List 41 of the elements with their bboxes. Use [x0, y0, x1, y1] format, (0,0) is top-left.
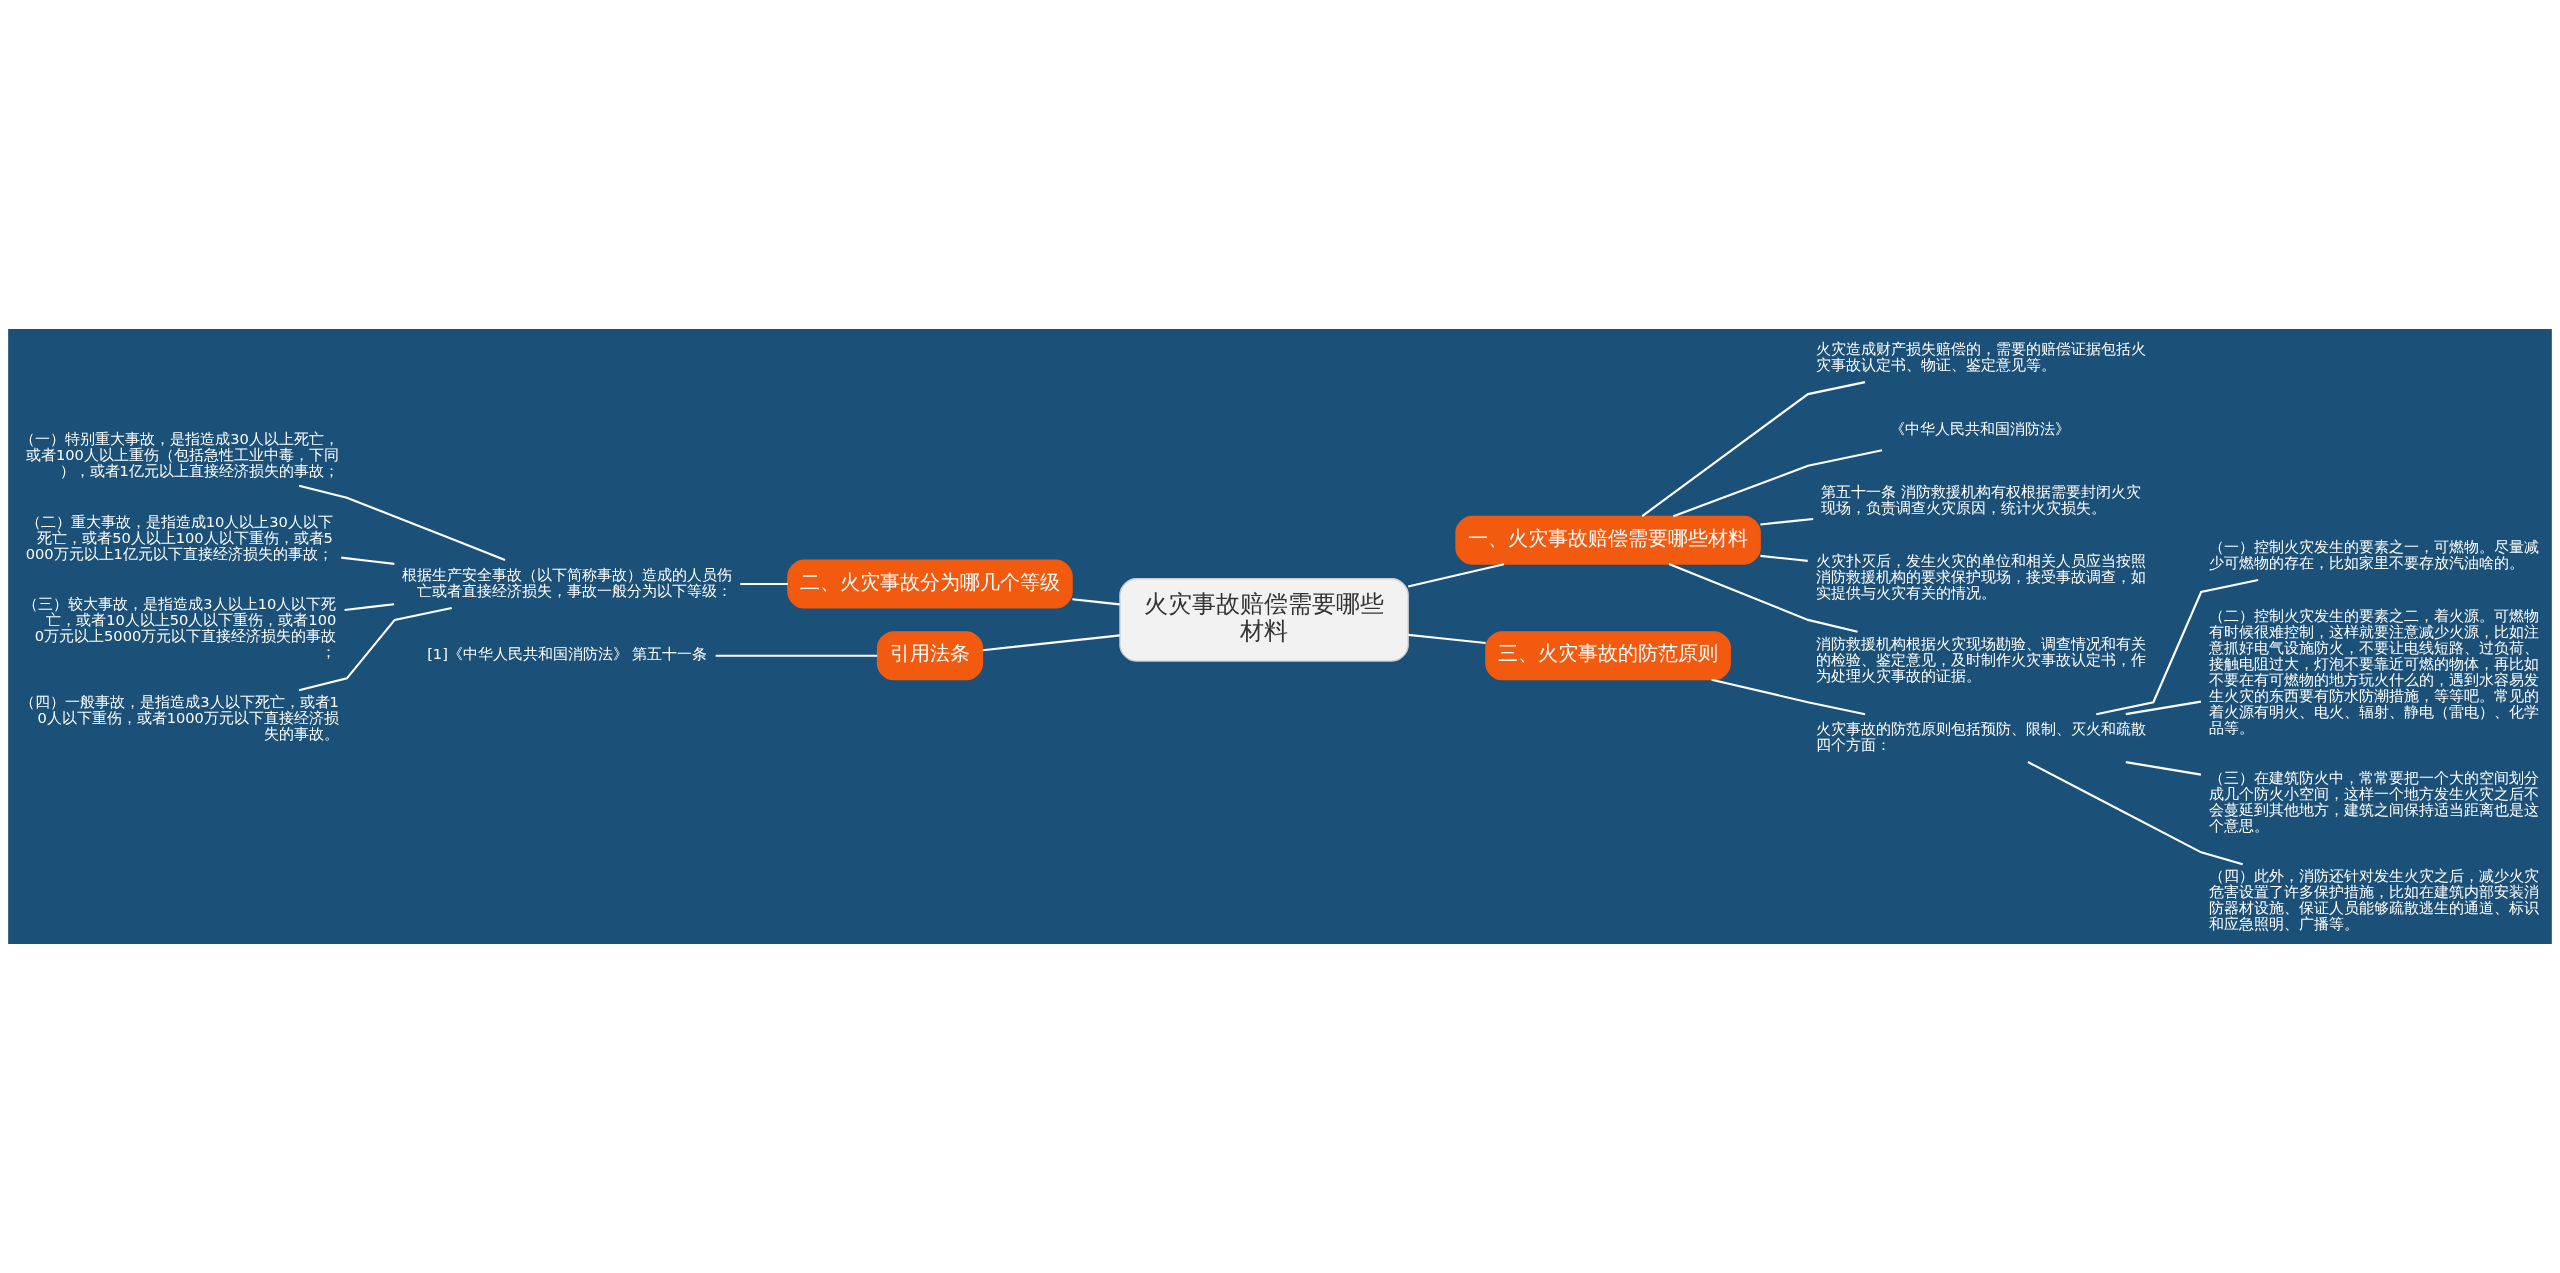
- connector: [1408, 633, 1486, 645]
- node-text: 火灾事故的防范原则包括预防、限制、灭火和疏散四个方面：: [1815, 719, 2146, 753]
- connector: [2125, 700, 2202, 716]
- connector: [298, 484, 506, 561]
- node-text: （三）在建筑防火中，常常要把一个大的空间划分成几个防火小空间，这样一个地方发生火灾之后不会蔓延到其他地方，建筑之间保持适当距离也是这个意思。: [2209, 769, 2540, 834]
- node-text: [1]《中华人民共和国消防法》 第五十一条: [427, 645, 708, 663]
- connector: [1072, 598, 1120, 606]
- node-box: 引用法条: [876, 631, 984, 681]
- node-text: 火灾造成财产损失赔偿的，需要的赔偿证据包括火灾事故认定书、物证、鉴定意见等。: [1815, 339, 2146, 373]
- connector: [298, 606, 452, 692]
- node-text: （四）此外，消防还针对发生火灾之后，减少火灾危害设置了许多保护措施，比如在建筑内部安装消防器材设施、保证人员能够疏散逃生的通道、标识和应急照明、广播等。: [2209, 867, 2540, 933]
- connector: [1672, 449, 1883, 518]
- node-text: 《中华人民共和国消防法》: [1890, 419, 2071, 437]
- node-text: （四）一般事故，是指造成3人以下死亡，或者10人以下重伤，或者1000万元以下直接经济损失的事故。: [20, 693, 339, 743]
- connector: [344, 603, 395, 612]
- connector: [1668, 563, 1858, 633]
- node-text: （一）控制火灾发生的要素之一，可燃物。尽量减少可燃物的存在，比如家里不要存放汽油啥的。: [2209, 537, 2540, 571]
- connector: [715, 654, 878, 657]
- node-text: 消防救援机构根据火灾现场勘验、调查情况和有关的检验、鉴定意见，及时制作火灾事故认定书，作为处理火灾事故的证据。: [1815, 634, 2146, 684]
- connector: [341, 556, 395, 565]
- node-text: （二）重大事故，是指造成10人以上30人以下死亡，或者50人以上100人以下重伤，或者5000万元以上1亿元以下直接经济损失的事故；: [25, 512, 333, 562]
- connector: [1407, 563, 1505, 588]
- node-box: 二、火灾事故分为哪几个等级: [787, 559, 1073, 609]
- node-text: （三）较大事故，是指造成3人以上10人以下死亡，或者10人以上50人以下重伤，或者1000万元以上5000万元以下直接经济损失的事故；: [23, 595, 337, 660]
- node-text: 根据生产安全事故（以下简称事故）造成的人员伤亡或者直接经济损失，事故一般分为以下等级：: [402, 565, 733, 599]
- connector: [1760, 554, 1808, 562]
- connector: [1711, 678, 1866, 716]
- node-text: 火灾扑灭后，发生火灾的单位和相关人员应当按照消防救援机构的要求保护现场，接受事故调查，如实提供与火灾有关的情况。: [1815, 552, 2146, 602]
- connector: [1641, 381, 1866, 517]
- node-box: 三、火灾事故的防范原则: [1485, 631, 1731, 681]
- node-text: 第五十一条 消防救援机构有权根据需要封闭火灾现场，负责调查火灾原因，统计火灾损失。: [1821, 483, 2141, 517]
- node-text: （一）特别重大事故，是指造成30人以上死亡，或者100人以上重伤（包括急性工业中毒，下同），或者1亿元以上直接经济损失的事故；: [20, 430, 339, 480]
- node-box: 一、火灾事故赔偿需要哪些材料: [1455, 515, 1761, 565]
- connector: [2125, 761, 2202, 776]
- node-box: 火灾事故赔偿需要哪些材料: [1119, 578, 1409, 662]
- connector: [2027, 761, 2243, 866]
- connector: [982, 634, 1120, 652]
- connector: [1760, 517, 1814, 526]
- connector: [2096, 579, 2259, 716]
- connector: [740, 582, 788, 586]
- node-text: （二）控制火灾发生的要素之二，着火源。可燃物有时候很难控制，这样就要注意减少火源，比如注意抓好电气设施防火，不要让电线短路、过负荷、接触电阻过大，灯泡不要靠近可燃的物体，再比如不要在有可燃物的地方玩火什么的，遇到水容易发生火灾的东西要有防水防潮措施，等等吧。常见的着火源有明火、电火、辐射、静电（雷电）、化学品等。: [2209, 606, 2540, 736]
